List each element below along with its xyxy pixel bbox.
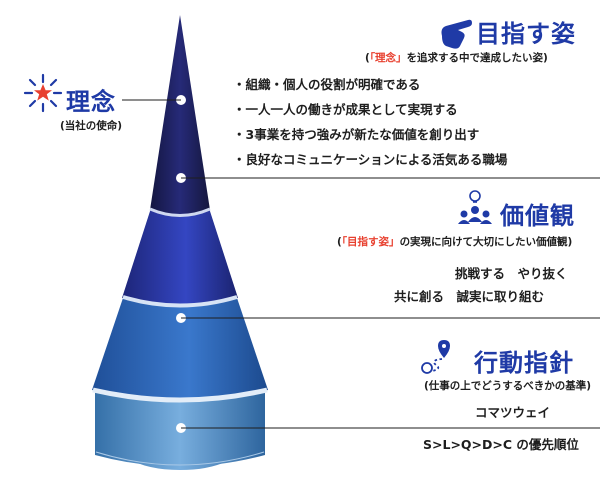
values-title: 価値観 [500, 202, 575, 230]
cone-tier-top [150, 15, 210, 214]
values-subtitle-quote: 「目指す姿」 [341, 236, 400, 248]
route-pin-icon [421, 340, 450, 374]
guidelines-line-2: S>L>Q>D>C の優先順位 [423, 437, 579, 452]
star-burst-icon [23, 73, 63, 113]
guidelines-subtitle: (仕事の上でどうするべきかの基準) [424, 380, 592, 392]
vision-bullet: ・3事業を持つ強みが新たな価値を創り出す [233, 127, 480, 142]
vision-subtitle: (「理念」を追求する中で達成したい姿) [365, 52, 548, 64]
vision-bullet: ・一人一人の働きが成果として実現する [233, 102, 458, 117]
guidelines-title: 行動指針 [474, 349, 574, 377]
cone-tier-3 [92, 295, 268, 399]
vision-bullet: ・組織・個人の役割が明確である [233, 77, 421, 92]
values-subtitle: (「目指す姿」の実現に向けて大切にしたい価値観) [337, 236, 573, 248]
vision-bullet: ・良好なコミュニケーションによる活気ある職場 [233, 152, 508, 167]
cone-tier-2 [122, 205, 238, 305]
vision-title: 目指す姿 [476, 20, 576, 48]
philosophy-title: 理念 [66, 88, 116, 116]
guidelines-line-1: コマツウェイ [475, 405, 551, 420]
vision-subtitle-quote: 「理念」 [369, 52, 407, 64]
people-idea-icon [458, 190, 492, 224]
values-line-1: 挑戦する やり抜く [455, 266, 568, 281]
philosophy-subtitle: (当社の使命) [60, 120, 123, 132]
values-line-2: 共に創る 誠実に取り組む [394, 289, 545, 304]
pointing-hand-icon [441, 19, 472, 49]
